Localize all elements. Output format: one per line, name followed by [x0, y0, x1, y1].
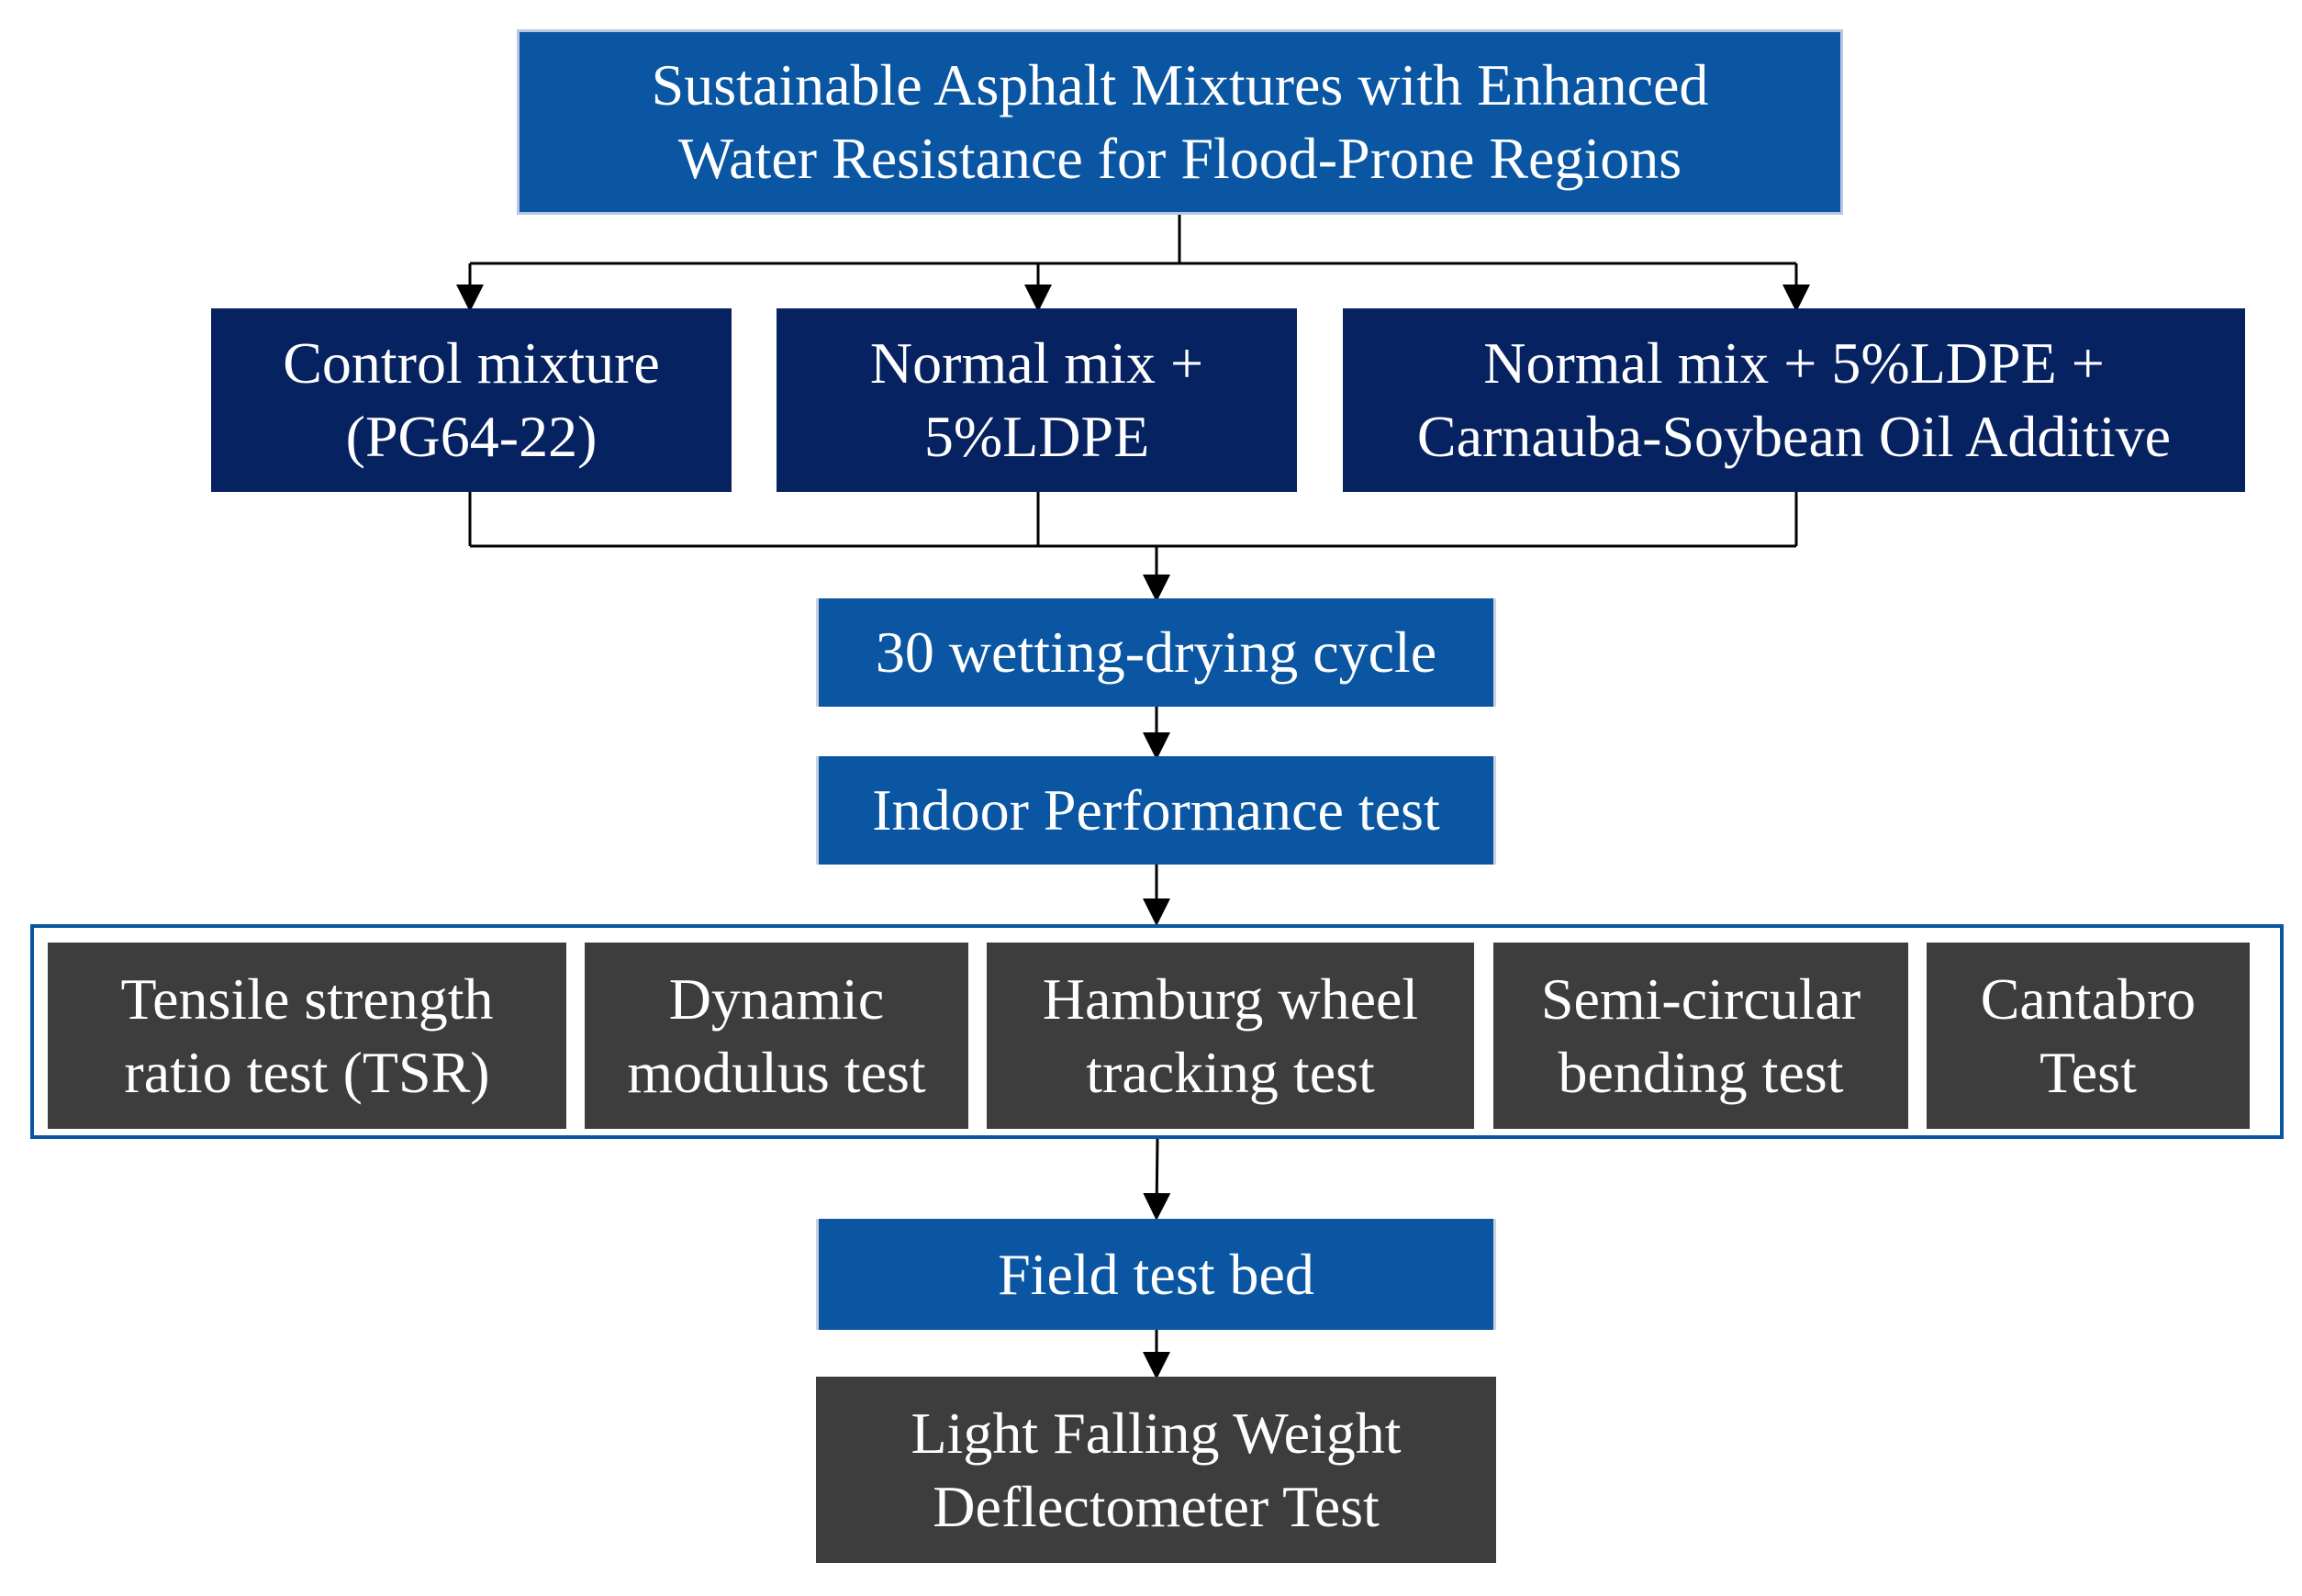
research-title-box: Sustainable Asphalt Mixtures with Enhanc… — [517, 29, 1843, 215]
semi-circular-bending-box: Semi-circular bending test — [1493, 943, 1908, 1129]
additive-mix-box: Normal mix + 5%LDPE + Carnauba-Soybean O… — [1343, 308, 2245, 492]
field-test-bed-box: Field test bed — [816, 1219, 1496, 1330]
control-mixture-box: Control mixture (PG64-22) — [211, 308, 732, 492]
indoor-performance-box: Indoor Performance test — [816, 756, 1496, 865]
lfwd-test-box: Light Falling Weight Deflectometer Test — [816, 1377, 1496, 1563]
hamburg-wheel-box: Hamburg wheel tracking test — [987, 943, 1474, 1129]
cantabro-test-box: Cantabro Test — [1927, 943, 2250, 1129]
wetting-drying-box: 30 wetting-drying cycle — [816, 598, 1496, 707]
tsr-test-box: Tensile strength ratio test (TSR) — [48, 943, 566, 1129]
ldpe-mix-box: Normal mix + 5%LDPE — [777, 308, 1297, 492]
dynamic-modulus-box: Dynamic modulus test — [585, 943, 968, 1129]
